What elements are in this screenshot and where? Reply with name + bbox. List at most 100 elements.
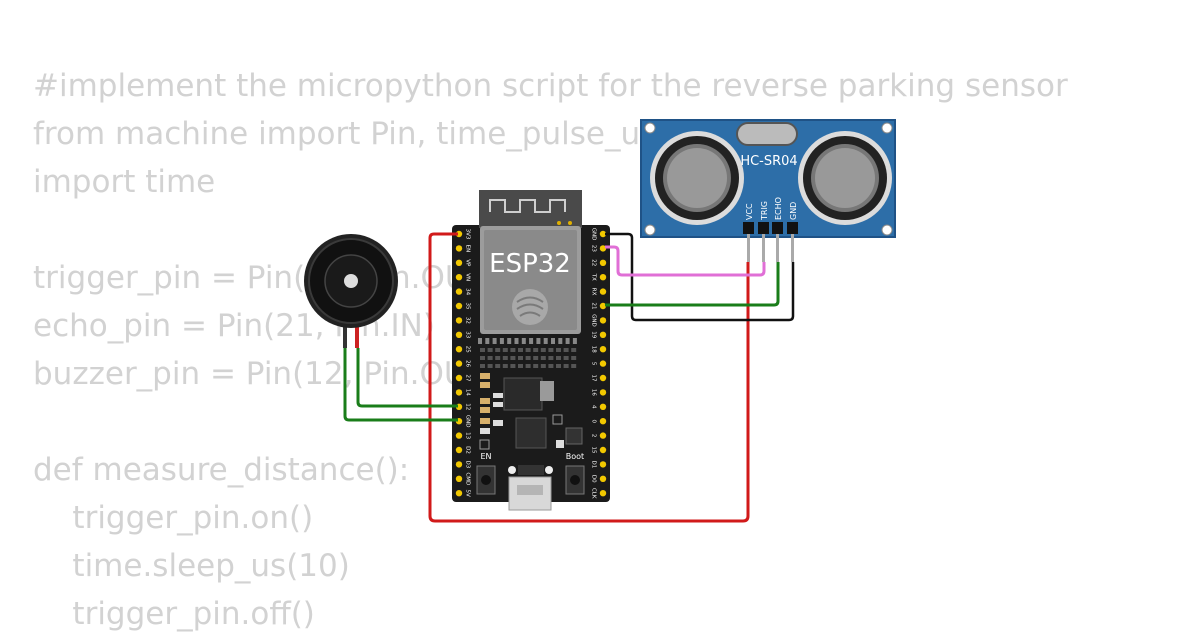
pin-label: 17: [591, 375, 597, 382]
header-pin[interactable]: [599, 346, 607, 353]
boot-label: Boot: [566, 452, 584, 461]
pin-label: 5: [591, 362, 597, 366]
pin-label: 18: [591, 346, 597, 353]
hc-sr04-sensor[interactable]: HC-SR04 VCC TRIG ECHO GND: [640, 119, 896, 262]
header-pin[interactable]: [455, 274, 463, 281]
wires: [343, 232, 795, 523]
pin-label: 14: [465, 389, 471, 396]
pin-label: 32: [465, 317, 471, 324]
pin-label: 19: [591, 331, 597, 338]
esp32-board[interactable]: ESP32 EN Boot 3V3ENVPVN34353233252627141…: [452, 190, 610, 511]
pin-label: D0: [591, 475, 597, 483]
header-pin[interactable]: [599, 432, 607, 439]
pin-label: 5V: [465, 490, 471, 497]
pin-label: GND: [465, 415, 471, 428]
pin-label: 21: [591, 303, 597, 310]
module-castellations: [478, 338, 577, 368]
wire-echo: [605, 262, 780, 307]
pin-label: RX: [591, 288, 597, 296]
header-pin[interactable]: [599, 389, 607, 396]
header-pin[interactable]: [455, 432, 463, 439]
pin-label: 2: [591, 434, 597, 438]
code-line: echo_pin = Pin(21, Pin.IN): [33, 308, 435, 344]
header-pin[interactable]: [455, 446, 463, 454]
pin-label: 35: [465, 303, 471, 310]
espressif-logo-icon: [512, 289, 548, 325]
header-pin[interactable]: [455, 288, 463, 295]
pin-label: 34: [465, 288, 471, 295]
pin-label: VN: [465, 273, 471, 281]
header-pin[interactable]: [455, 317, 463, 324]
header-pin[interactable]: [599, 490, 607, 497]
wire-gnd: [605, 232, 795, 322]
header-pin[interactable]: [455, 374, 463, 382]
wire-trig: [605, 245, 766, 277]
buzzer[interactable]: [304, 234, 398, 348]
header-pin[interactable]: [455, 461, 463, 468]
sensor-label: HC-SR04: [740, 154, 797, 169]
header-pin[interactable]: [599, 317, 607, 324]
pin-label: 15: [591, 447, 597, 454]
code-line: trigger_pin.off(): [33, 596, 315, 632]
pin-label: CLK: [591, 488, 597, 499]
header-pin[interactable]: [599, 446, 607, 454]
header-pin[interactable]: [599, 288, 607, 295]
header-pin[interactable]: [455, 475, 463, 482]
code-line: import time: [33, 164, 216, 200]
header-pin[interactable]: [599, 360, 607, 367]
wire-vcc: [428, 232, 750, 523]
header-pin[interactable]: [455, 259, 463, 266]
header-pin[interactable]: [599, 245, 607, 252]
pin-label: 16: [591, 389, 597, 396]
header-pin[interactable]: [599, 374, 607, 382]
header-pin[interactable]: [599, 475, 607, 482]
pin-label: 33: [465, 331, 471, 338]
pin-label: 23: [591, 245, 597, 252]
wire-buzzer-gnd: [343, 348, 458, 422]
header-pin[interactable]: [599, 302, 607, 310]
pin-label: 25: [465, 346, 471, 353]
wire-buzzer-signal: [356, 348, 458, 408]
header-pin[interactable]: [455, 245, 463, 252]
header-pin[interactable]: [599, 418, 607, 425]
en-label: EN: [480, 452, 491, 461]
sensor-pin-label: ECHO: [774, 197, 783, 220]
code-line: trigger_pin.on(): [33, 500, 314, 536]
code-line: #implement the micropython script for th…: [33, 68, 1068, 104]
pin-label: 12: [465, 403, 471, 410]
sensor-pin-label: GND: [789, 202, 798, 220]
header-pin[interactable]: [599, 259, 607, 266]
header-pin[interactable]: [455, 490, 463, 497]
header-pin[interactable]: [455, 389, 463, 396]
sensor-pin-label: TRIG: [760, 201, 769, 221]
header-pin[interactable]: [455, 331, 463, 338]
header-pin[interactable]: [599, 403, 607, 410]
pin-label: 22: [591, 259, 597, 266]
code-line: from machine import Pin, time_pulse_us: [33, 116, 657, 152]
header-pin[interactable]: [455, 360, 463, 367]
header-pin[interactable]: [455, 230, 463, 238]
pin-label: 3V3: [465, 229, 471, 240]
header-pin[interactable]: [599, 230, 607, 238]
code-line: time.sleep_us(10): [33, 548, 350, 584]
pin-label: GND: [591, 314, 597, 327]
header-pin[interactable]: [599, 331, 607, 338]
pin-label: 26: [465, 360, 471, 367]
header-pin[interactable]: [455, 302, 463, 310]
pin-label: EN: [465, 245, 471, 253]
pin-label: CMD: [465, 472, 471, 485]
pin-label: 13: [465, 432, 471, 439]
transducer-left: [650, 131, 744, 225]
left-header: 3V3ENVPVN343532332526271412GND13D2D3CMD5…: [455, 229, 471, 497]
pin-label: 27: [465, 375, 471, 382]
pin-label: D1: [591, 461, 597, 469]
pin-label: 0: [591, 419, 597, 423]
header-pin[interactable]: [455, 346, 463, 353]
header-pin[interactable]: [599, 461, 607, 468]
transducer-right: [798, 131, 892, 225]
pin-label: VP: [465, 259, 471, 267]
header-pin[interactable]: [599, 274, 607, 281]
code-line: def measure_distance():: [33, 452, 410, 488]
